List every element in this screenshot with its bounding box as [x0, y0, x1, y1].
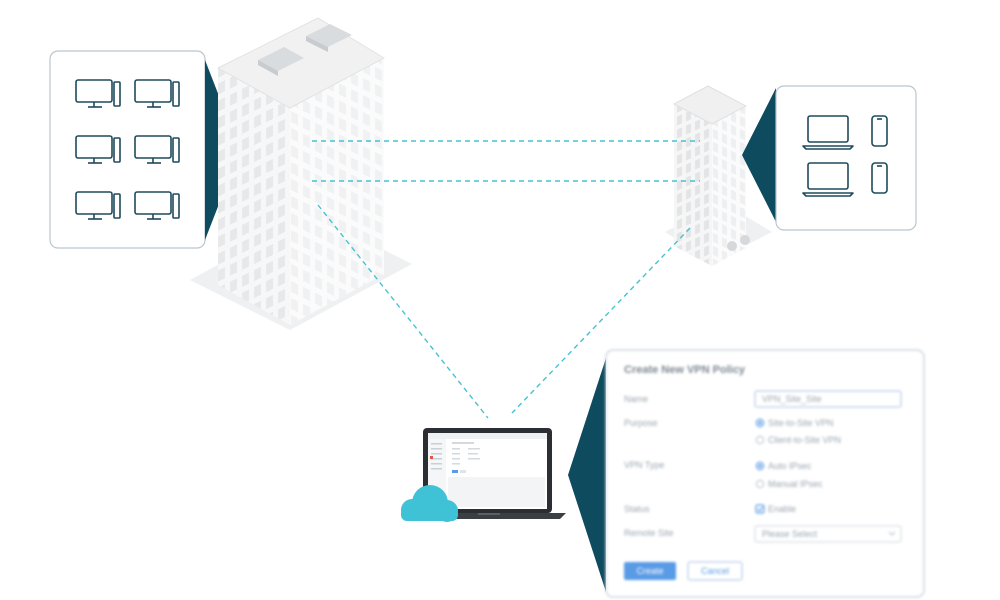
hq-roof-unit	[258, 47, 304, 71]
hq-to-controller-link	[317, 204, 489, 419]
desktop-icon	[75, 135, 121, 164]
cancel-button[interactable]: Cancel	[687, 561, 743, 581]
hq-device-panel	[49, 50, 206, 249]
form-title: Create New VPN Policy	[624, 364, 746, 376]
cancel-button-label: Cancel	[701, 566, 729, 576]
name-label: Name	[624, 394, 648, 404]
vpn-type-option-2: Manual IPsec	[768, 479, 823, 489]
phone-icon	[871, 162, 888, 194]
desktop-icon	[134, 191, 180, 220]
branch-device-panel	[775, 85, 917, 231]
name-value: VPN_Site_Site	[762, 394, 822, 404]
remote-site-select[interactable]	[754, 525, 902, 543]
tree-icon	[727, 235, 750, 251]
vpn-policy-form: Create New VPN Policy Name VPN_Site_Site…	[605, 349, 925, 598]
vpn-links	[312, 140, 700, 419]
chevron-down-icon	[888, 531, 896, 536]
desktop-icon	[75, 191, 121, 220]
remote-site-label: Remote Site	[624, 528, 674, 538]
remote-site-placeholder: Please Select	[762, 529, 818, 539]
desktop-icon	[134, 79, 180, 108]
branch-callout-pointer	[742, 88, 776, 222]
status-label: Status	[624, 504, 650, 514]
create-button[interactable]: Create	[624, 562, 676, 580]
cloud-icon	[401, 485, 458, 522]
create-button-label: Create	[636, 566, 663, 576]
hq-roof-unit	[306, 24, 352, 47]
name-input[interactable]	[754, 390, 902, 408]
form-callout-pointer	[568, 358, 606, 592]
vpn-type-option-1: Auto IPsec	[768, 461, 812, 471]
hq-building	[190, 17, 412, 330]
laptop-icon	[802, 162, 854, 197]
purpose-option-1: Site-to-Site VPN	[768, 418, 834, 428]
branch-building	[665, 85, 772, 266]
phone-icon	[871, 115, 888, 147]
vpn-type-label: VPN Type	[624, 460, 664, 470]
laptop-icon	[802, 115, 854, 150]
purpose-option-2: Client-to-Site VPN	[768, 435, 841, 445]
desktop-icon	[75, 79, 121, 108]
purpose-radio-client-to-site[interactable]	[755, 435, 765, 445]
branch-to-controller-link	[511, 227, 691, 414]
purpose-label: Purpose	[624, 418, 658, 428]
desktop-icon	[134, 135, 180, 164]
hq-desktop-grid	[75, 79, 180, 220]
status-value: Enable	[768, 504, 796, 514]
status-checkbox[interactable]	[755, 504, 765, 514]
vpn-type-radio-manual[interactable]	[755, 479, 765, 489]
